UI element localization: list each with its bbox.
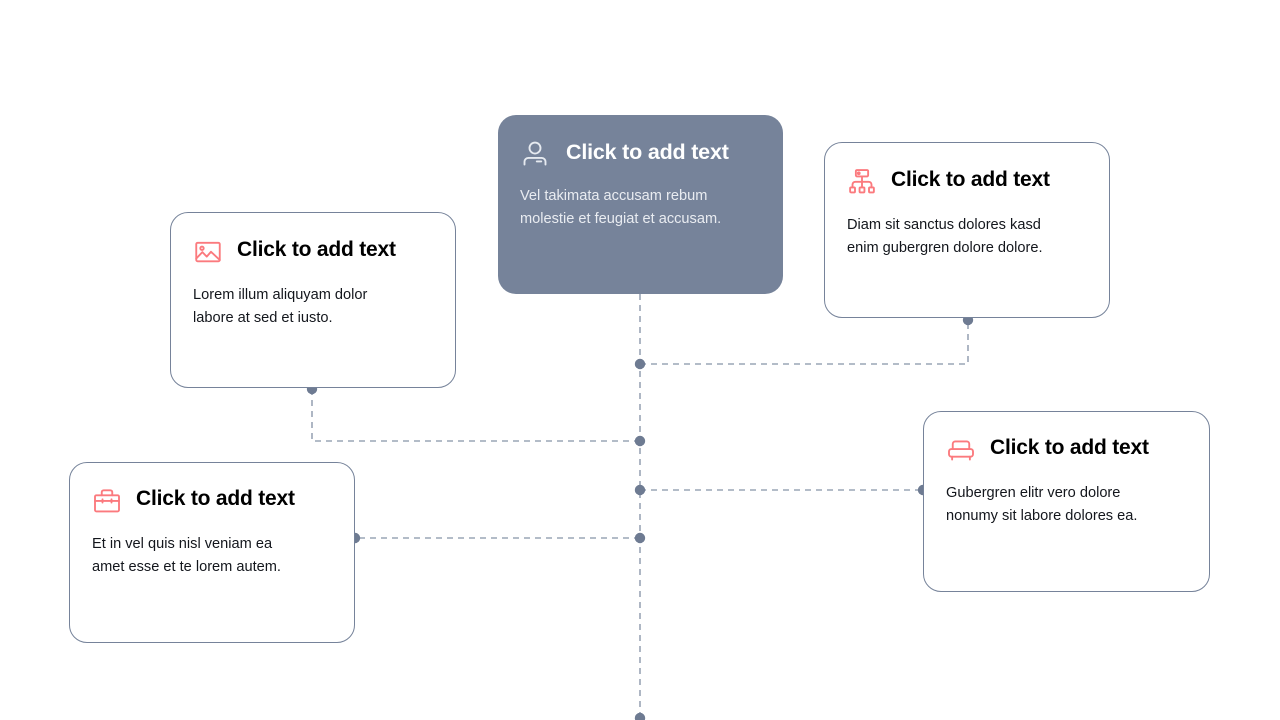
card-center[interactable]: Click to add text Vel takimata accusam r… [498,115,783,294]
card-bottomleft-body: Et in vel quis nisl veniam ea amet esse … [92,536,281,576]
node-dot-spine-topright [634,358,646,370]
image-icon [195,241,221,263]
toolbox-icon [94,489,120,513]
node-dot-spine-bottomright [634,484,646,496]
node-dot-spine-left [634,435,646,447]
card-bottomleft-title: Click to add text [136,487,295,510]
card-topright-header: Click to add text [847,167,1085,197]
armchair-icon [948,440,974,461]
card-center-body: Vel takimata accusam rebum molestie et f… [520,188,722,228]
card-left-title: Click to add text [237,238,396,261]
card-topright-title: Click to add text [891,168,1050,191]
card-left-body: Lorem illum aliquyam dolor labore at sed… [193,287,368,327]
card-bottomleft[interactable]: Click to add text Et in vel quis nisl ve… [69,462,355,643]
card-center-header: Click to add text [520,139,757,169]
card-left[interactable]: Click to add text Lorem illum aliquyam d… [170,212,456,388]
card-center-title: Click to add text [566,140,729,164]
card-bottomright[interactable]: Click to add text Gubergren elitr vero d… [923,411,1210,592]
card-bottomright-header: Click to add text [946,435,1185,465]
hierarchy-icon [849,169,875,194]
connector-to-left [311,389,640,442]
user-icon [523,141,547,166]
card-bottomright-body: Gubergren elitr vero dolore nonumy sit l… [946,485,1138,525]
card-left-header: Click to add text [193,237,429,267]
node-dot-spine-bottomleft [634,532,646,544]
card-bottomleft-header: Click to add text [92,486,330,516]
node-dot-spine-end [634,712,646,720]
card-bottomright-title: Click to add text [990,436,1149,459]
connector-to-topright [640,320,969,365]
card-topright[interactable]: Click to add text Diam sit sanctus dolor… [824,142,1110,318]
card-topright-body: Diam sit sanctus dolores kasd enim guber… [847,217,1043,257]
